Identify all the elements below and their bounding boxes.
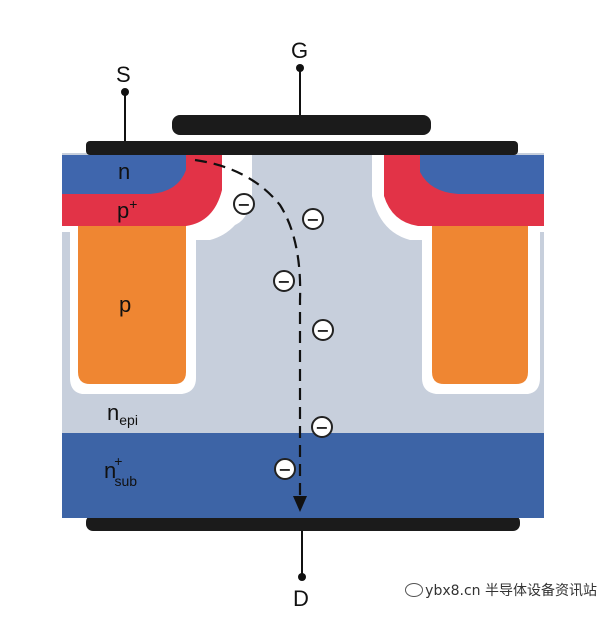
left-p-body-region <box>78 226 186 384</box>
electron: − <box>311 416 333 438</box>
n-source-label: n <box>118 159 130 184</box>
svg-text:−: − <box>315 418 328 437</box>
gate-label: G <box>291 38 308 63</box>
source-metal <box>86 141 518 155</box>
drain-terminal-dot <box>298 573 306 581</box>
svg-text:−: − <box>278 460 291 479</box>
right-n-source-region <box>420 155 544 194</box>
p-body-label: p <box>119 292 131 317</box>
svg-text:−: − <box>277 272 290 291</box>
electron: − <box>273 270 295 292</box>
n-epi-label: nepi <box>107 400 138 428</box>
source-terminal-dot <box>121 88 129 96</box>
p-plus-label: p+ <box>117 196 137 223</box>
watermark: ybx8.cn 半导体设备资讯站 <box>403 580 597 600</box>
right-p-body-region <box>432 226 528 384</box>
n-sub-label: n+sub <box>104 453 137 489</box>
gate-metal <box>172 115 431 135</box>
gate-terminal-dot <box>296 64 304 72</box>
left-n-source-region <box>62 155 186 194</box>
current-arrow-head <box>293 496 307 512</box>
svg-text:−: − <box>306 210 319 229</box>
source-label: S <box>116 62 131 87</box>
drain-metal <box>86 515 520 531</box>
electron: − <box>274 458 296 480</box>
electron: − <box>312 319 334 341</box>
drain-label: D <box>293 586 309 611</box>
electron-current-path <box>194 158 302 498</box>
watermark-text: ybx8.cn 半导体设备资讯站 <box>425 583 597 599</box>
electron: − <box>302 208 324 230</box>
svg-text:−: − <box>316 321 329 340</box>
svg-text:−: − <box>237 195 250 214</box>
electron: − <box>233 193 255 215</box>
wechat-icon <box>405 583 424 597</box>
